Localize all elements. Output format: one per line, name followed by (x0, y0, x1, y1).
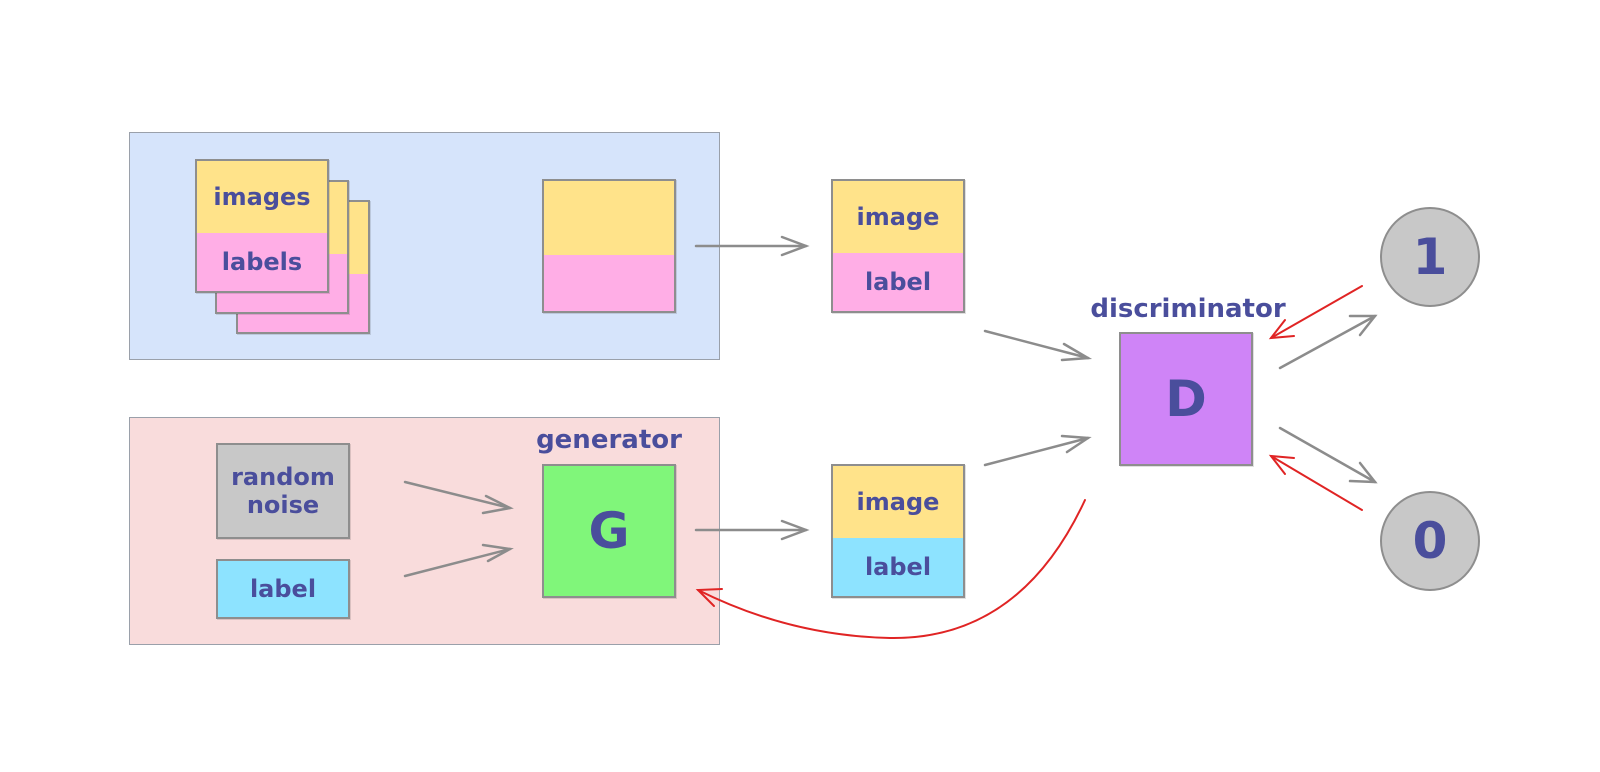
real-image-label: image (856, 203, 940, 231)
generator-box: G (542, 464, 676, 598)
dataset-card-front: images labels (195, 159, 329, 293)
arrow-label-to-generator (403, 543, 514, 578)
arrow-noise-to-generator (403, 480, 514, 515)
real-output-value: 1 (1412, 228, 1448, 286)
real-output-circle: 1 (1380, 207, 1480, 307)
fake-label-label: label (864, 553, 932, 581)
arrow-sample-to-real-pair (694, 235, 810, 257)
discriminator-caption: discriminator (1090, 294, 1286, 324)
random-noise-box: random noise (216, 443, 350, 539)
arrow-discriminator-to-zero (1278, 426, 1378, 484)
dataset-images-label: images (213, 183, 311, 211)
arrow-real-pair-to-discriminator (983, 329, 1093, 362)
arrow-fake-pair-to-discriminator (983, 434, 1092, 467)
fake-output-circle: 0 (1380, 491, 1480, 591)
dataset-labels-label: labels (221, 248, 303, 276)
condition-label-text: label (249, 575, 317, 603)
gradient-arrow-one-to-discriminator (1268, 285, 1363, 340)
discriminator-letter: D (1165, 370, 1207, 428)
gradient-arrow-discriminator-to-generator (695, 499, 1086, 640)
generator-caption: generator (536, 425, 682, 455)
fake-image-label: image (856, 488, 940, 516)
random-noise-line1: random (231, 463, 335, 491)
discriminator-box: D (1119, 332, 1253, 466)
gradient-arrow-zero-to-discriminator (1268, 454, 1363, 511)
random-noise-line2: noise (246, 491, 320, 519)
arrow-discriminator-to-one (1278, 314, 1378, 370)
fake-image-label-pair: image label (831, 464, 965, 598)
condition-label-box: label (216, 559, 350, 619)
generator-letter: G (588, 502, 630, 560)
sampled-real-pair (542, 179, 676, 313)
real-image-label-pair: image label (831, 179, 965, 313)
fake-output-value: 0 (1412, 512, 1448, 570)
real-label-label: label (864, 268, 932, 296)
arrow-generator-to-fake-pair (694, 519, 810, 541)
